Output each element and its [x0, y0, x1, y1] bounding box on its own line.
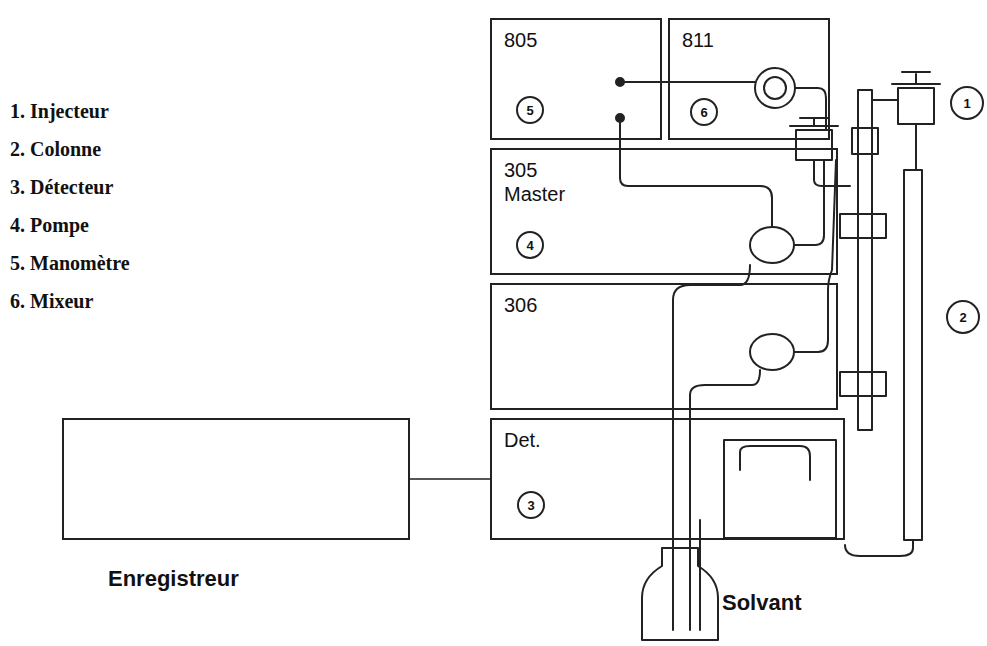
pump-box: 305 Master 4	[490, 148, 838, 275]
pump-box: 306	[490, 283, 838, 410]
callout-number: 2	[959, 311, 966, 324]
legend-item: 3. Détecteur	[10, 176, 113, 199]
injector-handle	[892, 72, 940, 84]
callout-number: 6	[690, 98, 718, 126]
recorder-box: Enregistreur	[62, 418, 410, 540]
stand-rod	[858, 90, 872, 430]
detector-box: Det. 3	[490, 418, 845, 540]
instrument-label: Det.	[504, 428, 541, 452]
solvent-label: Solvant	[722, 590, 801, 616]
legend-item: 4. Pompe	[10, 214, 89, 237]
solvent-bottle	[642, 548, 718, 640]
signal-cable	[410, 478, 490, 480]
tube	[814, 160, 850, 186]
mixer-symbol	[755, 68, 795, 108]
recorder-label: Enregistreur	[108, 566, 239, 592]
callout-number: 4	[526, 239, 533, 252]
pump-head	[750, 334, 794, 370]
clamp	[840, 372, 886, 396]
legend-item: 5. Manomètre	[10, 252, 130, 275]
instrument-box: 805 5	[490, 18, 662, 140]
tube	[872, 99, 898, 101]
instrument-label: 805	[504, 28, 537, 52]
injector-body	[898, 88, 934, 124]
clamp	[840, 214, 886, 238]
tube	[795, 88, 826, 130]
legend-item: 6. Mixeur	[10, 290, 93, 313]
clamp	[852, 128, 878, 154]
tube	[794, 160, 836, 352]
pump-head	[750, 227, 794, 263]
callout-number: 4	[516, 231, 544, 259]
callout-number: 5	[516, 96, 544, 124]
tube	[620, 81, 755, 83]
callout-number: 1	[963, 97, 970, 110]
column	[904, 170, 922, 540]
callout-number: 5	[526, 104, 533, 117]
tube	[620, 118, 772, 227]
detector-flow-path	[740, 446, 810, 480]
instrument-box: 811 6	[668, 18, 830, 140]
callout-number: 1	[950, 86, 984, 120]
detector-cell	[724, 440, 836, 538]
instrument-label: 305 Master	[504, 158, 584, 206]
instrument-label: 811	[682, 28, 714, 52]
valve-body	[796, 130, 832, 160]
instrument-label: 306	[504, 293, 537, 317]
tube	[845, 540, 913, 556]
tube	[699, 520, 701, 630]
callout-number: 6	[700, 106, 707, 119]
callout-number: 3	[527, 499, 534, 512]
tube	[794, 160, 824, 245]
legend-item: 2. Colonne	[10, 138, 101, 161]
callout-number: 2	[946, 300, 980, 334]
legend-item: 1. Injecteur	[10, 100, 109, 123]
tube	[915, 124, 917, 170]
valve-handle	[790, 118, 838, 126]
callout-number: 3	[517, 491, 545, 519]
tube	[673, 265, 750, 630]
mixer-symbol	[764, 77, 786, 99]
